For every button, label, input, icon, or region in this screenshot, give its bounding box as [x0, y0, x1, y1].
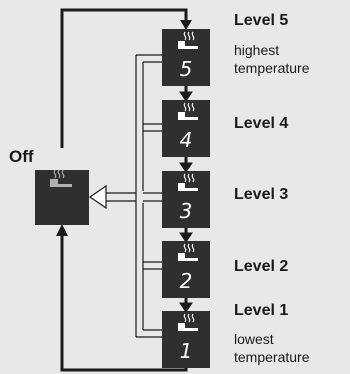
- level-1-desc-1: lowest: [234, 331, 274, 347]
- seat-heater-icon: [178, 313, 198, 331]
- seat-heater-icon: [178, 31, 198, 49]
- seat-heater-icon: [50, 169, 72, 187]
- level-digit: 5: [180, 57, 193, 81]
- loop-top-line: [60, 8, 188, 148]
- arrow-to-off: [88, 184, 107, 210]
- arrow-into-level5: [180, 20, 192, 30]
- seat-heater-icon: [178, 243, 198, 261]
- level-1-desc-2: temperature: [234, 349, 310, 365]
- level-5-title: Level 5: [234, 12, 289, 29]
- return-bracket-lines: [106, 54, 162, 338]
- level-digit: 4: [180, 128, 193, 152]
- level-1-title: Level 1: [234, 302, 289, 319]
- seat-heater-icon: [178, 102, 198, 120]
- seat-heater-icon: [178, 173, 198, 191]
- off-box: [35, 170, 89, 225]
- down-arrows: [179, 86, 193, 313]
- level-digit: 3: [180, 199, 193, 223]
- level-4-title: Level 4: [234, 115, 289, 132]
- level-2-title: Level 2: [234, 258, 289, 275]
- level-3-title: Level 3: [234, 186, 289, 203]
- arrow-into-off: [56, 224, 68, 236]
- level-digit: 1: [180, 339, 193, 363]
- off-label: Off: [9, 147, 34, 166]
- level-5-desc-2: temperature: [234, 60, 310, 76]
- level-5-desc-1: highest: [234, 42, 280, 58]
- level-digit: 2: [180, 269, 193, 293]
